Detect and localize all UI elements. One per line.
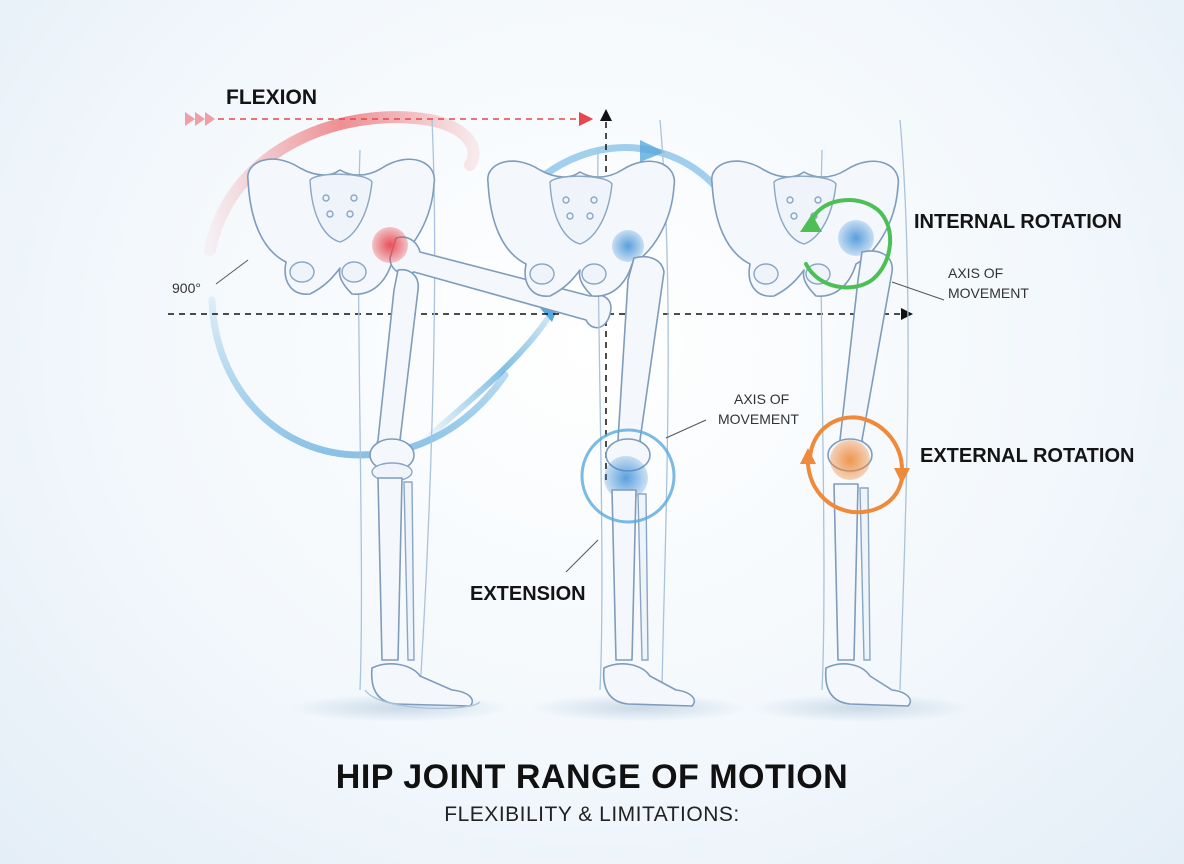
foot-skeleton-icon <box>370 663 474 707</box>
label-internal-rotation: INTERNAL ROTATION <box>914 211 1122 233</box>
axis-rotation-ring <box>580 428 676 524</box>
skeleton-right <box>711 119 912 707</box>
extension-arc-upper-arrowhead <box>640 140 665 162</box>
label-angle: 900° <box>172 280 201 296</box>
axis-leader-middle <box>665 419 707 439</box>
label-axis-of-middle: AXIS OF <box>734 391 789 407</box>
foot-skeleton-icon <box>602 663 696 707</box>
label-external-rotation: EXTERNAL ROTATION <box>920 445 1134 467</box>
label-movement-right: MOVEMENT <box>948 285 1029 301</box>
knee-highlight <box>604 456 648 500</box>
label-axis-of-right: AXIS OF <box>948 265 1003 281</box>
flexion-arc <box>204 111 480 256</box>
hip-joint-flexion <box>372 227 408 263</box>
skeleton-left <box>247 119 612 710</box>
external-rotation-arrow-icon <box>808 415 904 472</box>
floor-shadow <box>750 694 970 722</box>
axis-leader-right <box>891 281 945 301</box>
hip-joint-internal <box>838 220 874 256</box>
range-arc-left <box>208 296 509 459</box>
foot-skeleton-icon <box>824 663 912 707</box>
flexion-indicator <box>185 111 594 127</box>
knee-highlight-orange <box>830 440 870 480</box>
label-extension: EXTENSION <box>470 583 586 605</box>
page-subtitle: FLEXIBILITY & LIMITATIONS: <box>444 803 740 826</box>
extension-leader <box>565 539 599 573</box>
label-flexion: FLEXION <box>226 86 317 109</box>
extension-arc <box>422 315 551 443</box>
hip-joint-extension <box>612 230 644 262</box>
skeleton-middle <box>487 119 696 707</box>
internal-rotation-arrow-icon <box>804 197 892 290</box>
page-title: HIP JOINT RANGE OF MOTION <box>335 758 849 796</box>
label-movement-middle: MOVEMENT <box>718 411 799 427</box>
angle-leader <box>215 259 249 285</box>
